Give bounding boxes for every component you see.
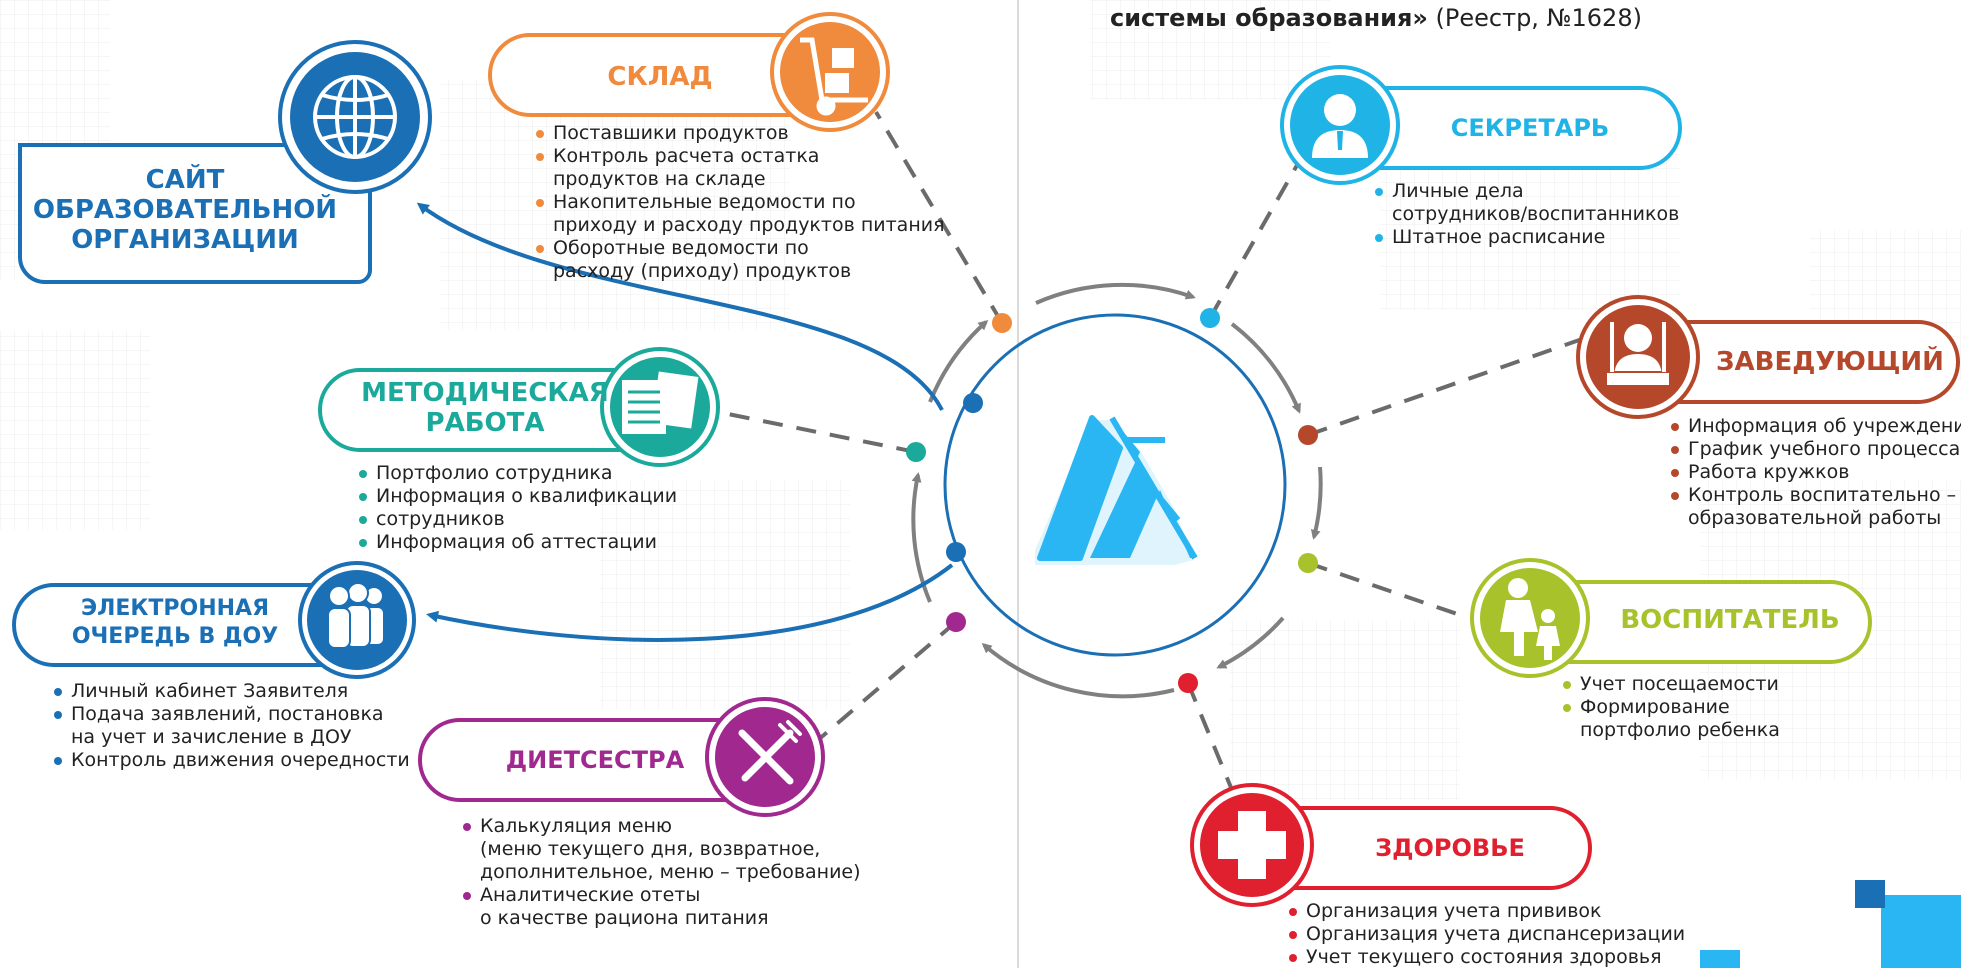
medical-cross-icon: [1218, 811, 1286, 879]
metod-title-line: МЕТОДИЧЕСКАЯ: [361, 378, 609, 408]
list-item: График учебного процесса: [1670, 438, 1961, 461]
list-item: Контроль воспитательно –образовательной …: [1670, 484, 1961, 530]
fork-knife-icon: [738, 720, 802, 785]
queue-list: Личный кабинет Заявителя Подача заявлени…: [53, 680, 410, 772]
site-title-line: ОРГАНИЗАЦИИ: [71, 225, 299, 255]
sklad-title: СКЛАД: [607, 62, 713, 92]
people-icon: [327, 582, 385, 649]
teacher-title: ВОСПИТАТЕЛЬ: [1620, 605, 1840, 635]
list-item: Поставшики продуктов: [535, 122, 945, 145]
documents-icon: [622, 371, 699, 434]
list-item: Информация о квалификации: [358, 485, 677, 508]
queue-title-line: ЭЛЕКТРОННАЯ: [80, 596, 270, 621]
director-icon: [1605, 322, 1671, 387]
diet-list: Калькуляция меню(меню текущего дня, возв…: [462, 815, 861, 930]
list-item: сотрудников: [358, 508, 677, 531]
globe-icon: [313, 75, 397, 159]
blue-arrows: [416, 202, 954, 642]
list-item: Работа кружков: [1670, 461, 1961, 484]
list-item: Организация учета диспансеризации: [1288, 923, 1685, 946]
list-item: Калькуляция меню(меню текущего дня, возв…: [462, 815, 861, 884]
metod-title: МЕТОДИЧЕСКАЯ РАБОТА: [340, 378, 630, 438]
site-title-line: САЙТ: [145, 165, 225, 195]
diet-title: ДИЕТСЕСТРА: [505, 746, 685, 774]
list-item: Штатное расписание: [1374, 226, 1679, 249]
background-grid: [0, 0, 1961, 800]
metod-list: Портфолио сотрудника Информация о квалиф…: [358, 462, 677, 554]
list-item: Портфолио сотрудника: [358, 462, 677, 485]
hand-truck-icon: [800, 37, 868, 116]
list-item: Информация об учреждении: [1670, 415, 1961, 438]
parent-child-icon: [1500, 578, 1560, 660]
site-title: САЙТ ОБРАЗОВАТЕЛЬНОЙ ОРГАНИЗАЦИИ: [30, 165, 340, 255]
registry-header: системы образования» (Реестр, №1628): [1110, 4, 1642, 32]
head-title: ЗАВЕДУЮЩИЙ: [1716, 347, 1944, 377]
list-item: Учет текущего состояния здоровья: [1288, 946, 1685, 969]
metod-title-line: РАБОТА: [425, 408, 545, 438]
health-title: ЗДОРОВЬЕ: [1375, 834, 1525, 862]
central-circle: [943, 313, 1287, 657]
user-icon: [1312, 94, 1368, 158]
list-item: Учет посещаемости: [1562, 673, 1780, 696]
corner-decoration: [1700, 880, 1961, 968]
queue-title: ЭЛЕКТРОННАЯ ОЧЕРЕДЬ В ДОУ: [40, 595, 310, 651]
header-bold: системы образования»: [1110, 4, 1428, 32]
list-item: Организация учета прививок: [1288, 900, 1685, 923]
header-normal: (Реестр, №1628): [1427, 4, 1642, 32]
system-logo: [1035, 415, 1198, 565]
site-title-line: ОБРАЗОВАТЕЛЬНОЙ: [32, 195, 338, 225]
sklad-list: Поставшики продуктов Контроль расчета ос…: [535, 122, 945, 283]
list-item: Личный кабинет Заявителя: [53, 680, 410, 703]
junction-dots: [906, 308, 1318, 693]
list-item: Информация об аттестации: [358, 531, 677, 554]
queue-title-line: ОЧЕРЕДЬ В ДОУ: [71, 624, 279, 649]
dashed-connectors: [717, 110, 1586, 791]
health-list: Организация учета прививок Организация у…: [1288, 900, 1685, 969]
secretary-title: СЕКРЕТАРЬ: [1450, 114, 1610, 142]
head-list: Информация об учреждении График учебного…: [1670, 415, 1961, 530]
cycle-arrows: [911, 282, 1323, 699]
list-item: Контроль движения очередности: [53, 749, 410, 772]
health-node-shape: [1190, 783, 1592, 907]
